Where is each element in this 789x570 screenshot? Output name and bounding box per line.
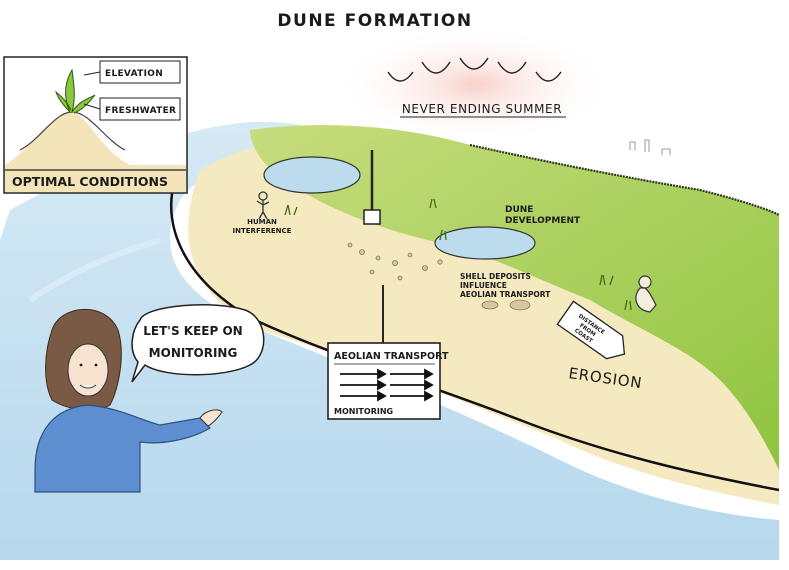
presenter-face (67, 343, 109, 397)
surf-line (28, 237, 161, 303)
inset-label-freshwater: FRESHWATER (105, 106, 176, 116)
aeolian-transport-panel: AEOLIAN TRANSPORT MONITORING (327, 342, 449, 420)
panel-title: AEOLIAN TRANSPORT (334, 351, 449, 362)
dune-pond (434, 226, 536, 260)
inset-caption: OPTIMAL CONDITIONS (12, 174, 168, 189)
grass-tufts (284, 198, 632, 311)
grass-dunes (250, 125, 779, 470)
distance-from-coast-sign: DISTANCE FROM COAST (556, 300, 626, 360)
freshwater-pond (263, 156, 361, 194)
sun-rays (387, 57, 562, 82)
speech-bubble: LET'S KEEP ON MONITORING (131, 304, 265, 383)
wind-arrows-icon (340, 368, 434, 402)
human-interference-label-1: HUMAN (247, 218, 277, 226)
crouching-monitor-person (635, 275, 657, 313)
page-title: DUNE FORMATION (277, 11, 472, 31)
presenter-shirt (34, 404, 211, 493)
sun-glow (335, 25, 615, 145)
sky-label: NEVER ENDING SUMMER (402, 102, 562, 116)
human-interference-label-2: INTERFERENCE (233, 227, 292, 235)
shell-deposits-label-2: INFLUENCE (460, 281, 507, 290)
shell-deposits (347, 242, 531, 311)
dune-development-label-2: DEVELOPMENT (505, 216, 581, 226)
human-interference-figure (256, 191, 270, 220)
inset-label-elevation: ELEVATION (105, 69, 163, 79)
dune-ridge-edge (469, 143, 780, 216)
presenter-woman (34, 308, 223, 493)
dune-development-label-1: DUNE (505, 205, 533, 215)
distant-town (629, 139, 671, 155)
speech-bubble-line-2: MONITORING (149, 346, 238, 360)
speech-bubble-line-1: LET'S KEEP ON (143, 324, 242, 338)
seedling-icon (55, 68, 96, 114)
sensor-box (363, 209, 381, 225)
panel-caption: MONITORING (334, 407, 393, 416)
shell-deposits-label-1: SHELL DEPOSITS (460, 272, 531, 281)
sea (0, 121, 779, 561)
optimal-conditions-inset: ELEVATION FRESHWATER OPTIMAL CONDITIONS (3, 56, 188, 194)
shell-deposits-label-3: AEOLIAN TRANSPORT (460, 290, 551, 299)
